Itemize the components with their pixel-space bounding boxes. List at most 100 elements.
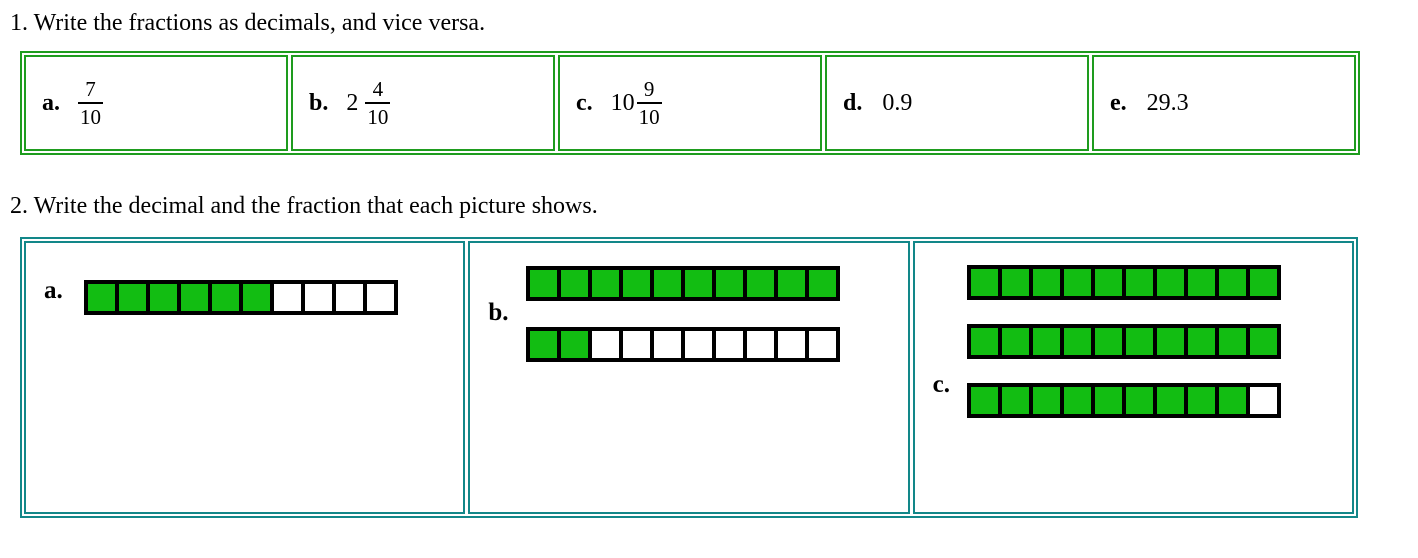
fraction-bar	[526, 266, 907, 301]
decimal-value: 0.9	[882, 89, 913, 116]
bar-square-empty	[743, 327, 779, 362]
bar-square-empty	[681, 327, 717, 362]
bar-square-filled	[1183, 383, 1219, 418]
bar-square-filled	[1121, 383, 1157, 418]
bar-square-filled	[1183, 324, 1219, 359]
bar-square-filled	[146, 280, 181, 315]
bar-square-filled	[650, 266, 686, 301]
fraction-numerator: 9	[636, 76, 662, 104]
bar-square-empty	[332, 280, 367, 315]
bar-square-empty	[805, 327, 841, 362]
bar-square-filled	[1152, 324, 1188, 359]
bar-square-filled	[1152, 265, 1188, 300]
bar-square-filled	[526, 266, 562, 301]
fraction-bars	[526, 266, 907, 362]
fraction-bar	[526, 327, 907, 362]
q1-cell-d: d. 0.9	[825, 55, 1089, 151]
answer-cell-label: d.	[843, 89, 863, 116]
bar-square-filled	[1214, 324, 1250, 359]
fraction-bars	[84, 280, 463, 315]
bar-square-filled	[588, 266, 624, 301]
q2-cell-a: a.	[24, 241, 466, 514]
bar-square-filled	[805, 266, 841, 301]
bar-square-empty	[363, 280, 398, 315]
bar-square-filled	[1214, 265, 1250, 300]
bar-square-filled	[208, 280, 243, 315]
decimal-value: 29.3	[1146, 89, 1189, 116]
bar-square-filled	[997, 324, 1033, 359]
bar-square-filled	[1090, 265, 1126, 300]
bar-square-filled	[1028, 383, 1064, 418]
bar-square-filled	[1183, 265, 1219, 300]
bar-square-filled	[1028, 324, 1064, 359]
question2-title: 2. Write the decimal and the fraction th…	[10, 193, 598, 219]
bar-square-filled	[84, 280, 119, 315]
bar-square-filled	[239, 280, 274, 315]
bar-square-filled	[966, 324, 1002, 359]
bar-square-filled	[526, 327, 562, 362]
fraction-numerator: 4	[365, 76, 391, 104]
bar-square-filled	[1090, 383, 1126, 418]
bar-square-empty	[588, 327, 624, 362]
whole-number: 10	[610, 89, 635, 116]
bar-square-filled	[1059, 324, 1095, 359]
bar-square-filled	[1245, 324, 1281, 359]
bar-square-filled	[1152, 383, 1188, 418]
bar-square-filled	[1059, 383, 1095, 418]
answer-cell-label: b.	[309, 89, 329, 116]
bar-square-filled	[115, 280, 150, 315]
bar-square-empty	[774, 327, 810, 362]
bar-square-filled	[1090, 324, 1126, 359]
bar-square-filled	[557, 266, 593, 301]
fraction-bar	[966, 383, 1352, 418]
fraction-bars	[966, 265, 1352, 418]
fraction-denominator: 10	[638, 105, 660, 129]
answer-cell-label: a.	[42, 89, 60, 116]
bar-square-filled	[557, 327, 593, 362]
fraction-bar	[84, 280, 463, 315]
bar-square-filled	[1121, 324, 1157, 359]
bar-square-filled	[681, 266, 717, 301]
bar-square-empty	[619, 327, 655, 362]
bar-square-filled	[177, 280, 212, 315]
bar-square-filled	[1121, 265, 1157, 300]
bar-square-filled	[1028, 265, 1064, 300]
q2-cell-b: b.	[468, 241, 910, 514]
bar-square-empty	[301, 280, 336, 315]
picture-cell-label: c.	[932, 371, 951, 398]
bar-square-filled	[743, 266, 779, 301]
bar-square-filled	[966, 383, 1002, 418]
bar-square-filled	[997, 383, 1033, 418]
bar-square-empty	[712, 327, 748, 362]
question2-table: a. b. c.	[20, 237, 1358, 518]
question1-title: 1. Write the fractions as decimals, and …	[10, 10, 486, 36]
answer-cell-label: c.	[576, 89, 593, 116]
bar-square-filled	[619, 266, 655, 301]
fraction-denominator: 10	[367, 105, 389, 129]
bar-square-filled	[1214, 383, 1250, 418]
fraction-bar	[966, 324, 1352, 359]
bar-square-filled	[1245, 265, 1281, 300]
picture-cell-label: b.	[488, 299, 509, 326]
bar-square-filled	[1059, 265, 1095, 300]
bar-square-filled	[966, 265, 1002, 300]
fraction-numerator: 7	[78, 76, 103, 104]
bar-square-filled	[997, 265, 1033, 300]
bar-square-empty	[650, 327, 686, 362]
bar-square-filled	[712, 266, 748, 301]
q2-cell-c: c.	[912, 241, 1354, 514]
whole-number: 2	[346, 89, 359, 116]
answer-cell-label: e.	[1110, 89, 1127, 116]
fraction-denominator: 10	[80, 105, 101, 129]
q1-cell-e: e. 29.3	[1092, 55, 1356, 151]
bar-square-filled	[774, 266, 810, 301]
bar-square-empty	[270, 280, 305, 315]
bar-square-empty	[1245, 383, 1281, 418]
